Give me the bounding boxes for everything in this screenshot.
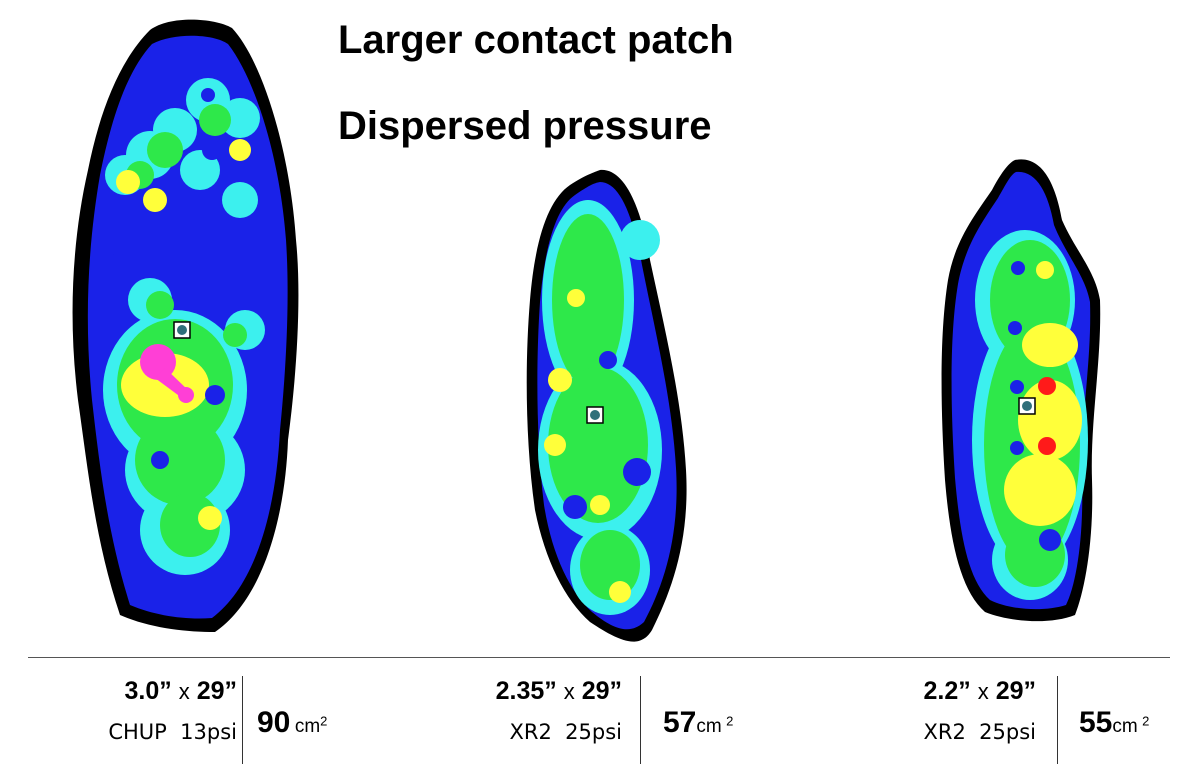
patch-dimensions: 3.0” x 29” xyxy=(124,677,237,705)
mid-zone xyxy=(548,214,648,600)
patch-dimensions: 2.35” x 29” xyxy=(495,677,622,705)
very-high-zone xyxy=(140,344,194,403)
column-separator xyxy=(640,676,641,764)
pressure-map-chup-13psi xyxy=(72,19,299,632)
tire-pressure: CHUP 13psi xyxy=(108,720,237,744)
peak-zone xyxy=(1038,377,1056,455)
headline-larger-contact-patch: Larger contact patch xyxy=(338,18,734,62)
low-pockets xyxy=(563,351,651,519)
low-pockets xyxy=(109,88,225,469)
pressure-map-xr2-2-35 xyxy=(526,169,687,642)
spec-xr2-2-2: 2.2” x 29” XR2 25psi xyxy=(923,676,1036,751)
tire-pressure: XR2 25psi xyxy=(923,720,1036,744)
pressure-maps xyxy=(72,19,1101,642)
contact-area: 55cm 2 xyxy=(1079,706,1150,739)
headline-dispersed-pressure: Dispersed pressure xyxy=(338,104,712,148)
low-pockets xyxy=(1008,261,1061,551)
spec-chup: 3.0” x 29” CHUP 13psi xyxy=(108,676,237,751)
contact-area: 57cm 2 xyxy=(663,706,734,739)
contact-area: 90 cm2 xyxy=(257,706,328,739)
centroid-marker xyxy=(1018,397,1036,415)
pressure-map-xr2-2-2 xyxy=(941,159,1101,622)
patch-dimensions: 2.2” x 29” xyxy=(923,677,1036,705)
divider-line xyxy=(28,657,1170,658)
column-separator xyxy=(242,676,243,764)
high-zone xyxy=(544,289,631,603)
column-separator xyxy=(1057,676,1058,764)
spec-xr2-2-35: 2.35” x 29” XR2 25psi xyxy=(496,676,622,751)
centroid-marker xyxy=(586,406,604,424)
tire-pressure: XR2 25psi xyxy=(509,720,622,744)
centroid-marker xyxy=(173,321,191,339)
